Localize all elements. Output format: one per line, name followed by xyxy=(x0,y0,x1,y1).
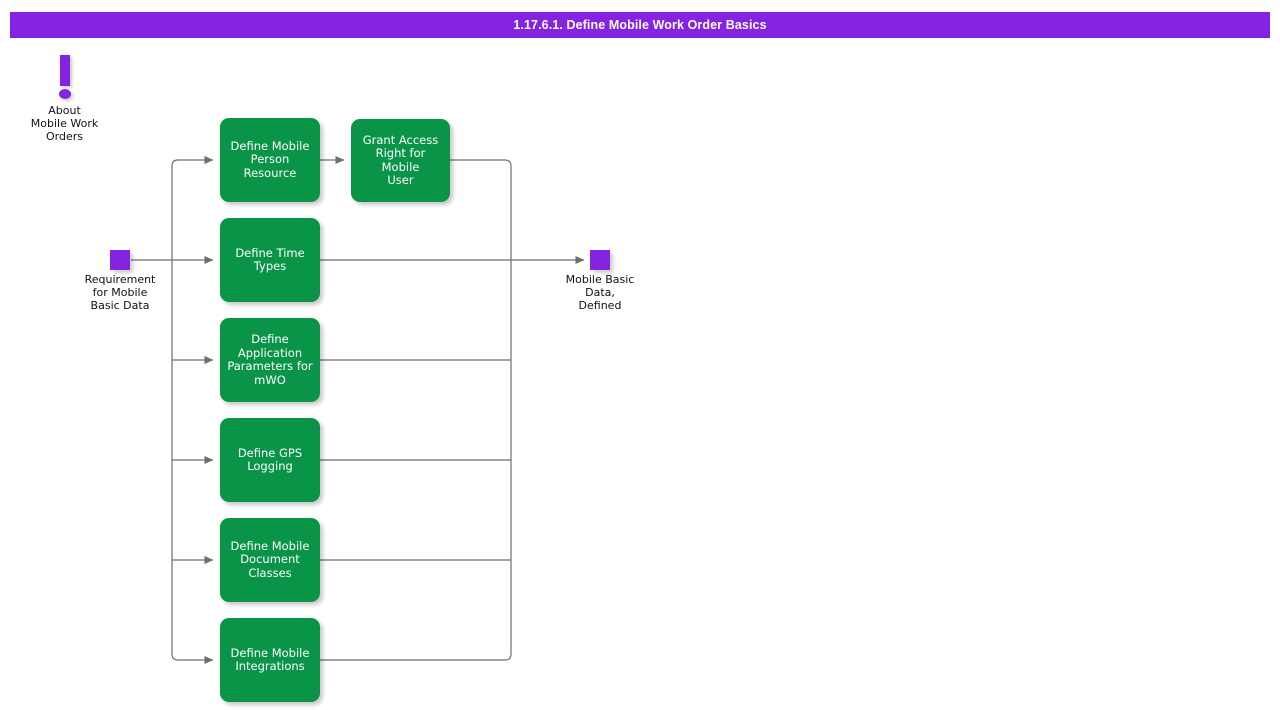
edge-to-define-mobile-integrations xyxy=(171,653,214,664)
terminator-square xyxy=(590,250,610,270)
process-define-mobile-person-resource[interactable]: Define Mobile Person Resource xyxy=(220,118,320,202)
process-label: Define Application Parameters for mWO xyxy=(227,332,313,387)
edge-to-define-mobile-person-resource xyxy=(171,156,214,167)
process-define-mobile-integrations[interactable]: Define Mobile Integrations xyxy=(220,618,320,702)
process-label: Define Mobile Person Resource xyxy=(230,138,310,180)
edge-grant-access-to-merge xyxy=(450,159,512,167)
terminator-label: Requirement for Mobile Basic Data xyxy=(84,273,156,312)
page-title: 1.17.6.1. Define Mobile Work Order Basic… xyxy=(513,18,767,32)
process-define-application-parameters-mwo[interactable]: Define Application Parameters for mWO xyxy=(220,318,320,402)
process-label: Define Mobile Integrations xyxy=(230,645,310,673)
process-define-gps-logging[interactable]: Define GPS Logging xyxy=(220,418,320,502)
process-label: Define Time Types xyxy=(235,245,305,273)
exclamation-mark-icon xyxy=(53,55,77,101)
terminator-label: Mobile Basic Data, Defined xyxy=(565,273,635,312)
exclamation-stem xyxy=(59,55,70,86)
edge-integrations-to-merge xyxy=(320,653,512,661)
process-label: Grant Access Right for Mobile User xyxy=(362,132,439,187)
exclamation-dot xyxy=(58,89,71,99)
process-define-time-types[interactable]: Define Time Types xyxy=(220,218,320,302)
about-note-label: About Mobile Work Orders xyxy=(30,104,99,143)
terminator-mobile-basic-data-defined[interactable]: Mobile Basic Data, Defined xyxy=(549,250,651,312)
about-mobile-work-orders-note[interactable]: About Mobile Work Orders xyxy=(12,55,117,143)
page-title-bar: 1.17.6.1. Define Mobile Work Order Basic… xyxy=(10,12,1270,38)
terminator-square xyxy=(110,250,130,270)
process-grant-access-right-for-mobile-user[interactable]: Grant Access Right for Mobile User xyxy=(351,119,450,202)
terminator-requirement-for-mobile-basic-data[interactable]: Requirement for Mobile Basic Data xyxy=(69,250,171,312)
process-label: Define GPS Logging xyxy=(237,445,303,473)
process-define-mobile-document-classes[interactable]: Define Mobile Document Classes xyxy=(220,518,320,602)
process-label: Define Mobile Document Classes xyxy=(230,538,310,580)
